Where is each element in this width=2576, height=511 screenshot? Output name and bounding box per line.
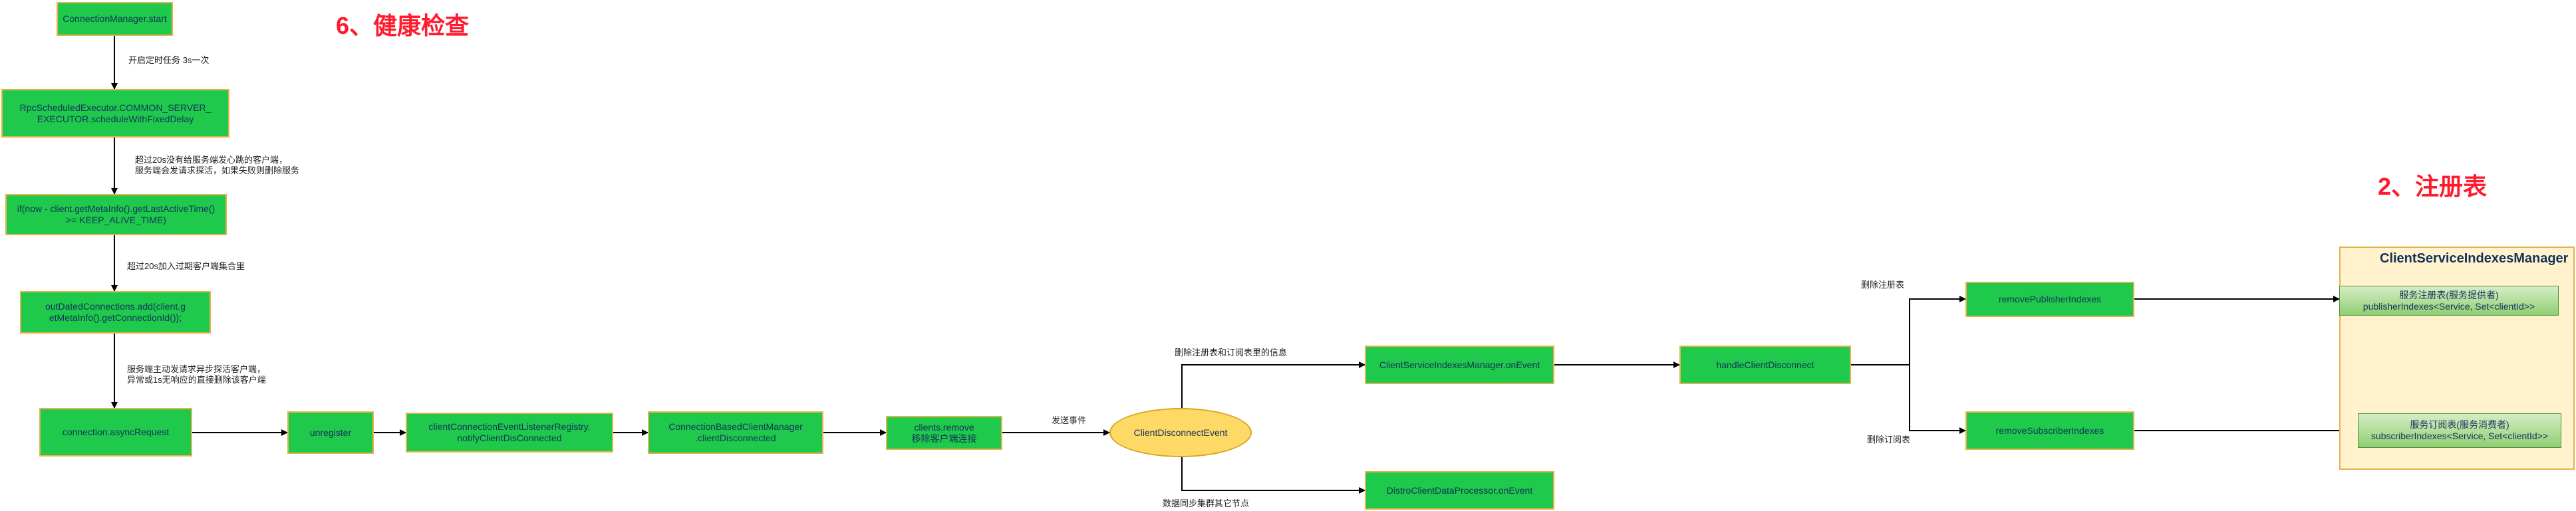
edge-event-to-indexes-on-event xyxy=(1181,361,1365,408)
edge-handle-to-remove-subscriber xyxy=(1851,364,1966,434)
node-listener-registry-notify[interactable]: clientConnectionEventListenerRegistry. n… xyxy=(406,413,613,453)
label-start-timer: 开启定时任务 3s一次 xyxy=(128,55,210,65)
node-client-service-indexes-on-event[interactable]: ClientServiceIndexesManager.onEvent xyxy=(1365,346,1554,384)
node-unregister[interactable]: unregister xyxy=(287,411,374,454)
label-send-event: 发送事件 xyxy=(1052,415,1087,425)
panel-title: ClientServiceIndexesManager xyxy=(2380,251,2569,266)
label-delete-registry-subscriptions: 删除注册表和订阅表里的信息 xyxy=(1175,348,1288,358)
label-delete-subscription: 删除订阅表 xyxy=(1867,435,1911,445)
node-outdated-connections-add[interactable]: outDatedConnections.add(client.g etMetaI… xyxy=(20,291,211,334)
node-client-based-manager[interactable]: ConnectionBasedClientManager .clientDisc… xyxy=(648,411,823,454)
edge-event-to-distro xyxy=(1181,457,1365,494)
event-client-disconnect[interactable]: ClientDisconnectEvent xyxy=(1109,408,1252,457)
label-over-20s-probe: 超过20s没有给服务端发心跳的客户端， 服务端会发请求探活，如果失败则删除服务 xyxy=(135,155,300,175)
node-connection-async-request[interactable]: connection.asyncRequest xyxy=(39,408,192,457)
label-over-20s-outdated: 超过20s加入过期客户端集合里 xyxy=(127,261,245,271)
section-title-health-check: 6、健康检查 xyxy=(336,12,470,39)
label-server-probe: 服务端主动发请求异步探活客户端， 异常或1s无响应的直接删除该客户端 xyxy=(127,364,266,385)
panel-item-publisher-indexes[interactable]: 服务注册表(服务提供者) publisherIndexes<Service, S… xyxy=(2339,286,2559,316)
section-title-registry: 2、注册表 xyxy=(2378,173,2488,200)
node-distro-on-event[interactable]: DistroClientDataProcessor.onEvent xyxy=(1365,471,1554,510)
node-connection-manager-start[interactable]: ConnectionManager.start xyxy=(57,2,173,36)
node-rpc-scheduled-executor[interactable]: RpcScheduledExecutor.COMMON_SERVER_ EXEC… xyxy=(1,89,229,138)
node-remove-publisher-indexes[interactable]: removePublisherIndexes xyxy=(1965,282,2134,317)
node-if-keep-alive[interactable]: if(now - client.getMetaInfo().getLastAct… xyxy=(5,194,227,235)
label-sync-cluster: 数据同步集群其它节点 xyxy=(1163,498,1250,508)
edge-handle-to-remove-publisher xyxy=(1851,296,1966,365)
panel-item-subscriber-indexes[interactable]: 服务订阅表(服务消费者) subscriberIndexes<Service, … xyxy=(2358,413,2561,448)
node-clients-remove[interactable]: clients.remove 移除客户端连接 xyxy=(886,416,1002,450)
node-handle-client-disconnect[interactable]: handleClientDisconnect xyxy=(1679,346,1851,384)
label-delete-registry: 删除注册表 xyxy=(1861,280,1905,290)
node-remove-subscriber-indexes[interactable]: removeSubscriberIndexes xyxy=(1965,411,2134,450)
